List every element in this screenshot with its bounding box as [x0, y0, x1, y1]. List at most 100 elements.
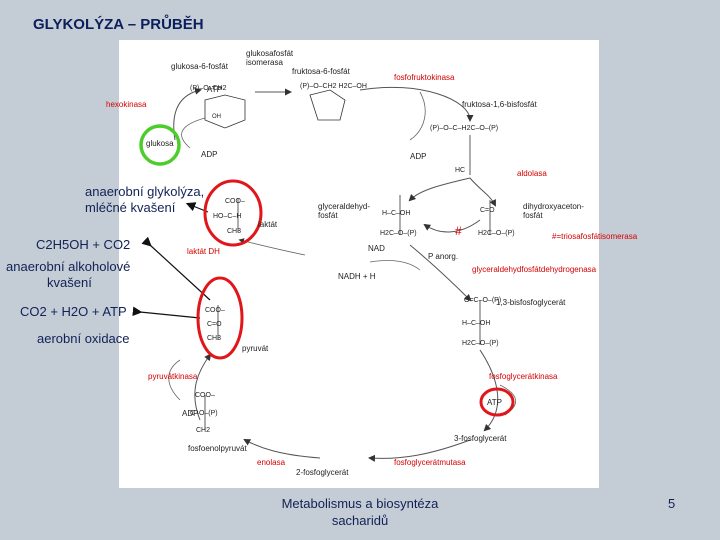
arrow-ethanol-to-pyruvat	[141, 236, 211, 301]
label-p-anorg: P anorg.	[428, 252, 459, 261]
label-adp-pyruvatkinasa: ADP	[182, 409, 199, 418]
svg-text:C–O–(P): C–O–(P)	[190, 410, 218, 417]
label-enolasa: enolasa	[257, 458, 286, 467]
label-gap-l1: glyceraldehyd-	[318, 202, 371, 211]
label-fosfofruktokinasa: fosfofruktokinasa	[394, 73, 455, 82]
tpi-hash-mark: #	[455, 224, 462, 238]
label-pyruvat: pyruvát	[242, 344, 269, 353]
label-fosfoglyceratkinasa: fosfoglycerátkinasa	[489, 372, 558, 381]
label-adp-hexokinasa: ADP	[201, 150, 218, 159]
label-fruktosa-1-6-bisfosfat: fruktosa-1,6-bisfosfát	[462, 100, 537, 109]
svg-text:(P)–O–C–H2C–O–(P): (P)–O–C–H2C–O–(P)	[430, 125, 498, 132]
label-fosfoenolpyruvat: fosfoenolpyruvát	[188, 444, 247, 453]
13bpg-structure: O=C–O–(P) H–C–OH H2C–O–(P)	[462, 297, 501, 347]
arrow-13bpg-3pg	[479, 349, 499, 432]
atp-loop-pfk	[409, 91, 426, 141]
pep-structure: COO– C–O–(P) CH2	[190, 392, 218, 434]
label-fosfoglyceratmutasa: fosfoglycerátmutasa	[394, 458, 466, 467]
label-gap-l2: fosfát	[318, 211, 338, 220]
svg-text:(P)–O–CH2 H2C–OH: (P)–O–CH2 H2C–OH	[300, 83, 367, 90]
label-adp-pfk: ADP	[410, 152, 427, 161]
label-nad: NAD	[368, 244, 385, 253]
nad-loop	[369, 260, 421, 271]
label-aldolasa: aldolasa	[517, 169, 547, 178]
label-pyruvatkinasa: pyruvátkinasa	[148, 372, 198, 381]
label-hexokinasa: hexokinasa	[106, 100, 147, 109]
arrow-co2-to-pyruvat	[132, 306, 201, 319]
label-glukosa: glukosa	[146, 139, 174, 148]
label-laktat-dh: laktát DH	[187, 247, 220, 256]
arrow-aldolasa-dhap	[469, 177, 496, 207]
fruktosa-6-fosfat-structure: (P)–O–CH2 H2C–OH	[300, 83, 367, 121]
svg-text:H2C–O–(P): H2C–O–(P)	[462, 340, 499, 347]
page-number: 5	[668, 496, 676, 511]
label-glukosa-6-fosfat: glukosa-6-fosfát	[171, 62, 228, 71]
svg-text:OH: OH	[212, 114, 221, 120]
glukosa-6-fosfat-structure: (P)–O–CH2 OH	[190, 85, 246, 129]
arrow-gap-13bpg	[409, 244, 472, 302]
label-isomerasa-l1: glukosafosfát	[246, 49, 294, 58]
svg-text:COO–: COO–	[195, 392, 215, 399]
label-nadh: NADH + H	[338, 272, 376, 281]
laktat-highlight	[203, 179, 263, 247]
svg-text:O=C–O–(P): O=C–O–(P)	[464, 297, 501, 304]
side-anaerob-l1: anaerobní glykolýza,	[85, 184, 205, 199]
gap-structure: H–C–OH H2C–O–(P)	[380, 195, 417, 237]
svg-text:H–C–OH: H–C–OH	[462, 320, 490, 327]
side-anaerob-l2: mléčné kvašení	[85, 200, 176, 215]
pyruvat-structure: COO– C=O CH3	[205, 305, 225, 342]
atp-loop-hexokinasa	[181, 117, 206, 149]
svg-text:H–C–OH: H–C–OH	[382, 210, 410, 217]
label-atp-hexokinasa: ATP	[207, 85, 222, 94]
atp-loop-pyruvatkinasa	[168, 359, 181, 401]
label-gapdh: glyceraldehydfosfátdehydrogenasa	[472, 265, 597, 274]
label-atp-pgk: ATP	[487, 398, 502, 407]
svg-text:C=O: C=O	[480, 207, 495, 214]
arrow-pep-pyruvat	[194, 353, 212, 421]
arrow-2pg-pep	[243, 439, 321, 459]
side-alk-l1: anaerobní alkoholové	[6, 259, 131, 274]
nadh-loop-laktat	[238, 238, 306, 256]
arrow-glukosa-g6p	[173, 87, 202, 141]
arrow-f6p-f16bp	[359, 86, 474, 122]
side-alk-l2: kvašení	[47, 275, 92, 290]
label-1-3-bisfosfoglycerat: 1,3-bisfosfoglycerát	[496, 298, 566, 307]
svg-text:CH3: CH3	[227, 228, 241, 235]
glukosa-highlight	[139, 124, 181, 166]
side-ethanol: C2H5OH + CO2	[36, 237, 131, 252]
label-triosafosfatisomerasa: #=triosafosfátisomerasa	[552, 232, 638, 241]
label-dhap-l2: fosfát	[523, 211, 543, 220]
footer-line2: sacharidů	[331, 513, 389, 528]
svg-text:COO–: COO–	[205, 307, 225, 314]
svg-text:HC: HC	[455, 167, 465, 174]
side-co2: CO2 + H2O + ATP	[20, 304, 127, 319]
label-3-fosfoglycerat: 3-fosfoglycerát	[454, 434, 507, 443]
svg-text:COO–: COO–	[225, 198, 245, 205]
arrow-3pg-2pg	[368, 439, 471, 462]
label-isomerasa-l2: isomerasa	[246, 58, 283, 67]
svg-text:C=O: C=O	[207, 321, 222, 328]
svg-text:CH3: CH3	[207, 335, 221, 342]
arrow-tpi	[423, 219, 481, 233]
svg-text:CH2: CH2	[196, 427, 210, 434]
pyruvat-highlight	[196, 276, 244, 360]
svg-text:H2C–O–(P): H2C–O–(P)	[478, 230, 515, 237]
label-fruktosa-6-fosfat: fruktosa-6-fosfát	[292, 67, 350, 76]
laktat-structure: COO– HO–C–H CH3	[213, 198, 245, 235]
atp-highlight	[479, 387, 515, 417]
fruktosa-1-6-bisfosfat-structure: (P)–O–C–H2C–O–(P) HC	[430, 125, 498, 175]
arrow-aldolasa-gap	[408, 177, 471, 202]
svg-text:H2C–O–(P): H2C–O–(P)	[380, 230, 417, 237]
slide-title: GLYKOLÝZA – PRŮBĚH	[33, 16, 204, 33]
dhap-structure: C=O H2C–O–(P)	[478, 200, 515, 237]
side-aerob: aerobní oxidace	[37, 331, 130, 346]
footer-line1: Metabolismus a biosyntéza	[281, 496, 439, 511]
svg-text:HO–C–H: HO–C–H	[213, 213, 241, 220]
svg-text:(P)–O–CH2: (P)–O–CH2	[190, 85, 227, 92]
diagram-panel	[119, 40, 599, 488]
label-dhap-l1: dihydroxyaceton-	[523, 202, 584, 211]
label-2-fosfoglycerat: 2-fosfoglycerát	[296, 468, 349, 477]
label-laktat: laktát	[258, 220, 278, 229]
